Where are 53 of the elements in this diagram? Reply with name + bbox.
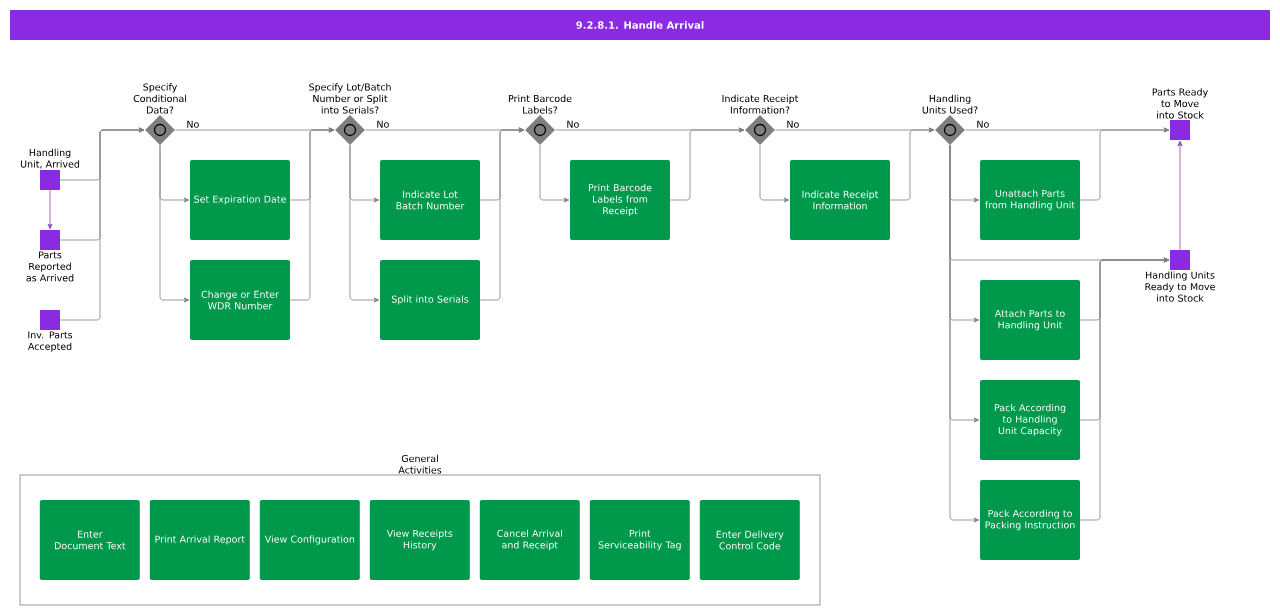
process-box: Pack According to Handling Unit Capacity (980, 380, 1080, 460)
process-box: Pack According to Packing Instruction (980, 480, 1080, 560)
event-square: Handling Units Ready to Move into Stock (1145, 250, 1215, 302)
process-box: Enter Delivery Control Code (699, 500, 800, 580)
arrow (669, 127, 745, 201)
node-label: Handling Units Used? (922, 94, 978, 114)
process-box: Split into Serials (380, 260, 480, 340)
process-box: Print Serviceability Tag (589, 500, 690, 580)
process-box: Indicate Receipt Information (790, 160, 890, 240)
process-box: Print Arrival Report (149, 500, 250, 580)
process-box: Change or Enter WDR Number (190, 260, 290, 340)
arrow (289, 127, 335, 301)
event-square: Handling Unit, Arrived (20, 148, 80, 190)
arrow (47, 189, 53, 230)
node-label: Handling Unit, Arrived (20, 148, 80, 169)
title-bar: 9.2.8.1. Handle Arrival (10, 10, 1270, 40)
edge-label: No (975, 119, 991, 129)
node-label: Indicate Receipt Information? (722, 94, 799, 114)
event-square: Inv. Parts Accepted (27, 310, 73, 352)
arrow (59, 127, 145, 321)
process-box: View Configuration (259, 500, 360, 580)
arrow (349, 144, 380, 303)
arrow (1079, 127, 1170, 201)
node-label: Specify Conditional Data? (133, 83, 187, 114)
event-square: Parts Ready to Move into Stock (1152, 88, 1208, 140)
node-label: Parts Ready to Move into Stock (1152, 88, 1208, 119)
event-square: Parts Reported as Arrived (26, 230, 74, 282)
arrow (889, 127, 935, 201)
arrow (1079, 257, 1170, 521)
edge-label: No (375, 119, 391, 129)
arrow (159, 144, 190, 303)
process-box: Print Barcode Labels from Receipt (570, 160, 670, 240)
process-box: Indicate Lot Batch Number (380, 160, 480, 240)
node-label: Inv. Parts Accepted (27, 331, 73, 352)
edge-label: No (565, 119, 581, 129)
edge-label: No (185, 119, 201, 129)
arrow (949, 144, 980, 523)
arrow (1177, 140, 1183, 251)
arrow (759, 144, 790, 203)
process-box: Cancel Arrival and Receipt (479, 500, 580, 580)
edge-label: No (785, 119, 801, 129)
process-box: Unattach Parts from Handling Unit (980, 160, 1080, 240)
node-label: Specify Lot/Batch Number or Split into Serials? (309, 83, 391, 114)
arrow (539, 144, 570, 203)
process-box: Enter Document Text (39, 500, 140, 580)
process-box: View Receipts History (369, 500, 470, 580)
arrow (479, 127, 525, 301)
node-label: Handling Units Ready to Move into Stock (1145, 271, 1215, 302)
process-box: Attach Parts to Handling Unit (980, 280, 1080, 360)
node-label: Parts Reported as Arrived (26, 251, 74, 282)
process-box: Set Expiration Date (190, 160, 290, 240)
node-label: General Activities (398, 454, 442, 474)
node-label: Print Barcode Labels? (508, 94, 572, 114)
